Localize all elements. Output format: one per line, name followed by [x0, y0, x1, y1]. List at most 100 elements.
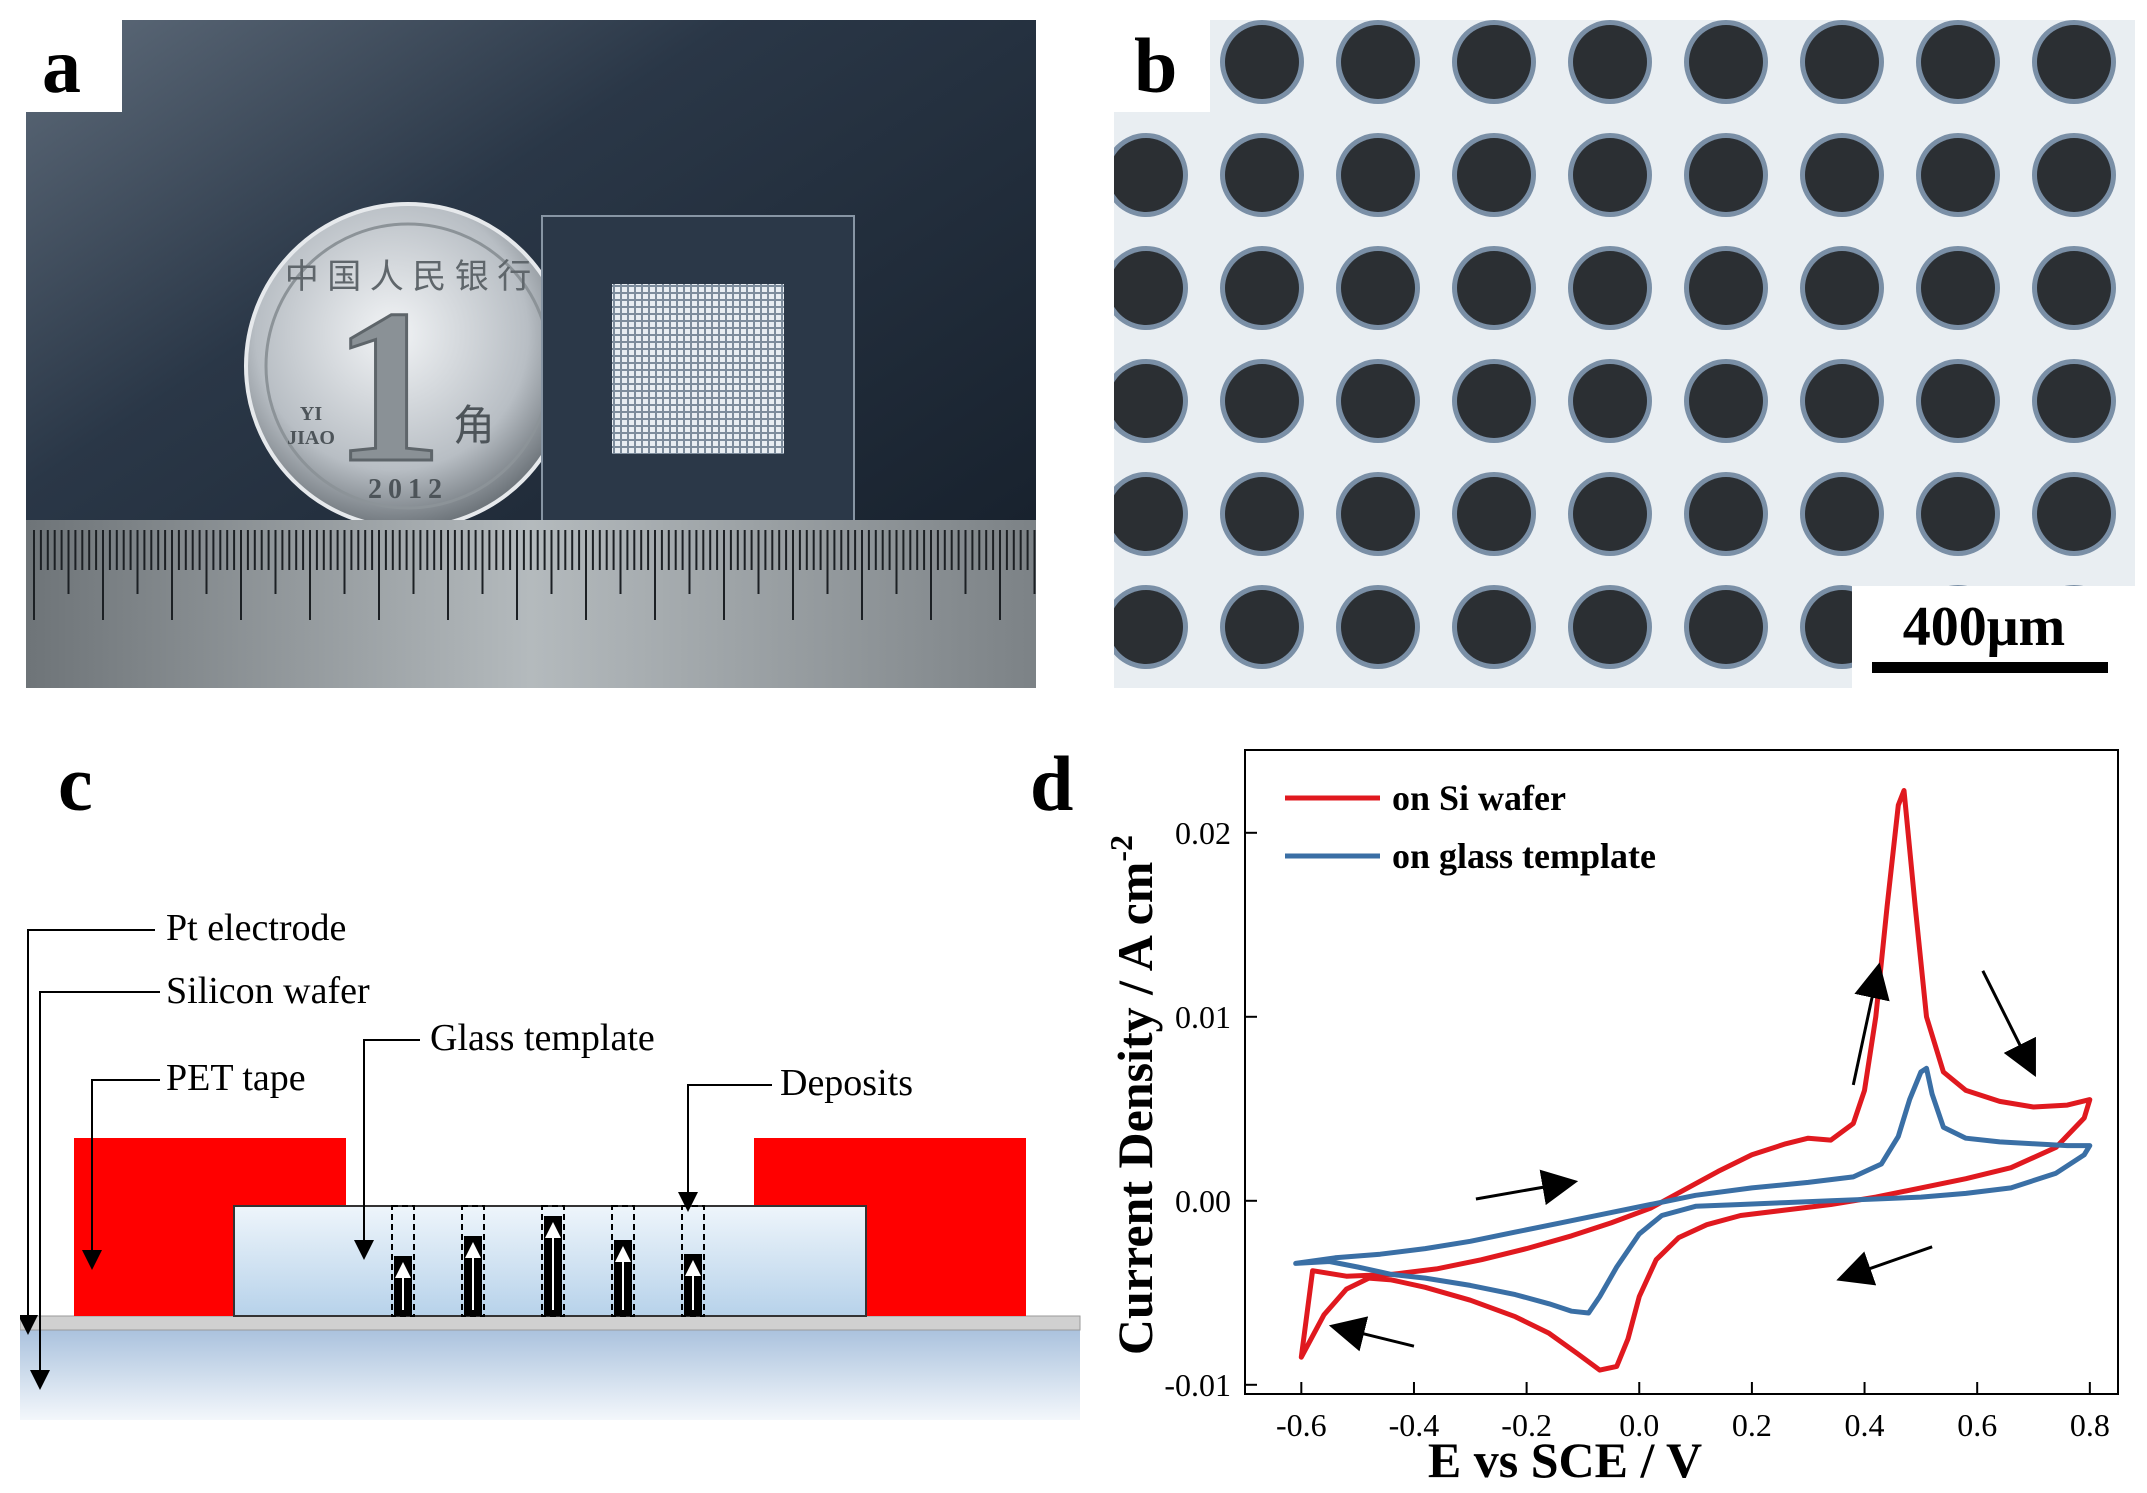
deposit-pore [611, 1205, 635, 1317]
coin-pinyin-bottom: JIAO [287, 427, 335, 449]
y-tick-label: -0.01 [1164, 1367, 1231, 1403]
dot [1573, 590, 1647, 664]
dot [2037, 138, 2111, 212]
coin-pinyin-top: YI [300, 403, 322, 425]
micrograph-background [1114, 20, 2135, 688]
dot [1341, 364, 1415, 438]
dot [1689, 364, 1763, 438]
dot [1921, 477, 1995, 551]
coin-rim-text: 中 国 人 民 银 行 [285, 258, 532, 296]
coin-and-template-photo: a 中 国 人 民 银 行 1 YI JIAO 角 2012 [26, 20, 1036, 688]
dot [1341, 25, 1415, 99]
scan-direction-arrow [1836, 1245, 1933, 1286]
dot [2037, 477, 2111, 551]
dot [1689, 25, 1763, 99]
coin-year: 2012 [368, 474, 448, 505]
x-axis-label: E vs SCE / V [1428, 1432, 1702, 1488]
x-tick-label: -0.6 [1276, 1407, 1327, 1443]
dot [1114, 477, 1183, 551]
x-tick-label: 0.8 [2070, 1407, 2110, 1443]
plot-frame [1244, 749, 2119, 1395]
dot [1689, 138, 1763, 212]
dot [2037, 25, 2111, 99]
y-tick-label: 0.00 [1175, 1183, 1231, 1219]
coin-numeral: 1 [333, 264, 443, 508]
deposit-pore [391, 1205, 415, 1317]
label-glass-template: Glass template [430, 1017, 655, 1059]
dot [1689, 590, 1763, 664]
label-silicon-wafer: Silicon wafer [166, 970, 370, 1012]
label-pet-tape: PET tape [166, 1057, 306, 1099]
dot [1341, 138, 1415, 212]
y-axis-label: Current Density / A cm-2 [1103, 835, 1163, 1355]
cyclic-voltammogram: d -0.6 -0.4 -0.2 0.0 0.2 0.4 0.6 0.8 -0.01 0.00 0.… [1030, 740, 2119, 1488]
legend-label-si-wafer: on Si wafer [1392, 778, 1566, 818]
scan-direction-arrow [1475, 1169, 1579, 1206]
dot [1457, 477, 1531, 551]
dot [1457, 364, 1531, 438]
panel-letter-c: c [58, 740, 93, 827]
dot [1805, 477, 1879, 551]
panel-d-cv-chart: d -0.6 -0.4 -0.2 0.0 0.2 0.4 0.6 0.8 -0.01 0.00 0.… [1030, 740, 2147, 1488]
dot [1457, 138, 1531, 212]
x-tick-label: 0.2 [1732, 1407, 1772, 1443]
legend-label-glass-template: on glass template [1392, 836, 1656, 876]
label-deposits: Deposits [780, 1062, 913, 1104]
dot [1573, 25, 1647, 99]
dot [1805, 251, 1879, 325]
dot [1805, 364, 1879, 438]
letter-box [26, 20, 122, 112]
x-tick-label: -0.4 [1389, 1407, 1440, 1443]
scale-bar [1872, 662, 2108, 673]
coin: 中 国 人 民 银 行 1 YI JIAO 角 2012 [244, 202, 572, 530]
x-tick-label: 0.6 [1957, 1407, 1997, 1443]
dot [1921, 25, 1995, 99]
y-tick-label: 0.02 [1175, 815, 1231, 851]
panel-c-schematic: c [18, 740, 1090, 1440]
dot [1805, 138, 1879, 212]
dot [1573, 477, 1647, 551]
dot [1573, 364, 1647, 438]
panel-letter-d: d [1030, 740, 1073, 827]
dot [1573, 251, 1647, 325]
dot [1573, 138, 1647, 212]
dot-array-micrograph: b 400μm [1114, 20, 2135, 688]
silicon-wafer [19, 1315, 1081, 1420]
dot [1921, 138, 1995, 212]
dot [1114, 590, 1183, 664]
dot [1225, 251, 1299, 325]
scale-bar-label: 400μm [1903, 596, 2065, 658]
dot [1341, 590, 1415, 664]
dot [1225, 364, 1299, 438]
panel-b-micrograph: b 400μm [1114, 20, 2135, 688]
dot [1921, 364, 1995, 438]
panel-letter-b: b [1134, 22, 1177, 109]
letter-box [1114, 20, 1210, 112]
deposit-pore [461, 1205, 485, 1317]
y-tick-label: 0.01 [1175, 999, 1231, 1035]
dot [1341, 477, 1415, 551]
dot [2037, 364, 2111, 438]
x-tick-label: 0.4 [1845, 1407, 1885, 1443]
panel-letter-a: a [42, 22, 81, 109]
electrodeposition-schematic: c [18, 740, 1081, 1420]
dot [1921, 251, 1995, 325]
dot [1457, 25, 1531, 99]
dot [1689, 251, 1763, 325]
x-tick-label: -0.2 [1501, 1407, 1552, 1443]
dot [1114, 251, 1183, 325]
callouts [18, 929, 772, 1390]
scan-direction-arrow [1851, 962, 1890, 1086]
glass-template-sample [541, 215, 855, 539]
dot [1341, 251, 1415, 325]
scan-direction-arrow [1981, 970, 2036, 1078]
dot [1114, 138, 1183, 212]
dot [1225, 590, 1299, 664]
dot [1805, 25, 1879, 99]
panel-a-photo: a 中 国 人 民 银 行 1 YI JIAO 角 2012 [26, 20, 1036, 688]
x-tick-label: 0.0 [1619, 1407, 1659, 1443]
dot [2037, 251, 2111, 325]
dot [1225, 25, 1299, 99]
dot [1225, 477, 1299, 551]
series-line-glass-template [1293, 1065, 2093, 1316]
